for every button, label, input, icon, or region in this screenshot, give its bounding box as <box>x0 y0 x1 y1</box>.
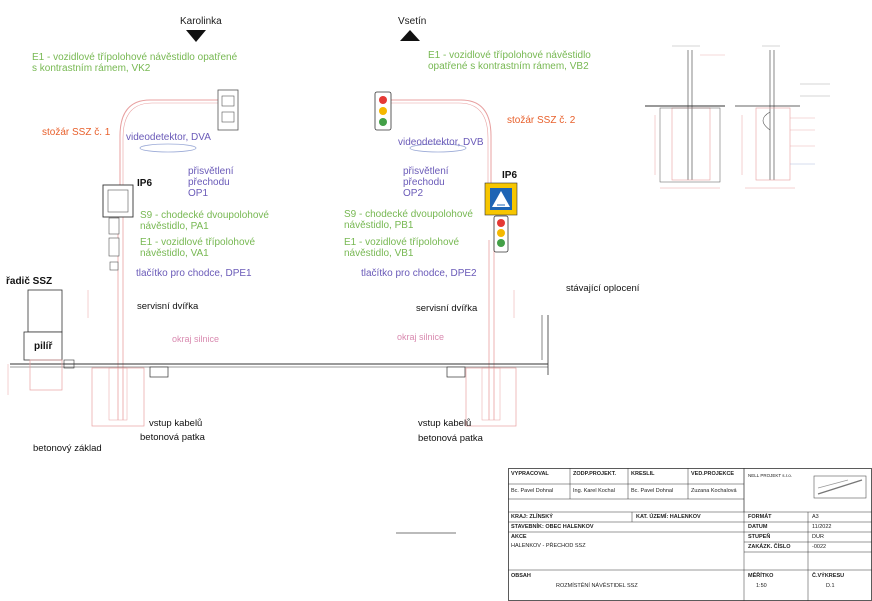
detector-a-lens <box>139 143 197 153</box>
mast-arm-1 <box>119 99 218 190</box>
foundation-2 <box>465 367 517 427</box>
label-pilir: pilíř <box>34 341 53 352</box>
detector-b-lens <box>409 143 467 153</box>
tb-stavebnik: STAVEBNÍK: OBEC HALENKOV <box>511 524 594 530</box>
tb-stupen: DUR <box>812 534 824 540</box>
tb-akce: HALENKOV - PŘECHOD SSZ <box>511 543 586 549</box>
label-s9-left: S9 - chodecké dvoupolohové návěstidlo, P… <box>140 210 269 232</box>
tb-firma: NELL PROJEKT s.r.o. <box>748 473 793 478</box>
tb-obsah: ROZMÍSTĚNÍ NÁVĚSTIDEL SSZ <box>556 583 638 589</box>
direction-arrow-down <box>186 30 206 42</box>
label-okraj-2: okraj silnice <box>397 332 445 342</box>
label-videodetektor-a: videodetektor, DVA <box>126 132 211 143</box>
label-stozar-2: stožár SSZ č. 2 <box>507 115 576 126</box>
signal-green-icon <box>379 118 387 126</box>
label-stozar-1: stožár SSZ č. 1 <box>42 127 111 138</box>
label-videodetektor-b: videodetektor, DVB <box>398 137 484 148</box>
tb-kat: KAT. ÚZEMÍ: HALENKOV <box>636 514 701 520</box>
label-ip6-right: IP6 <box>502 170 518 181</box>
tb-vypracoval: Bc. Pavel Dohnal <box>511 488 554 494</box>
junction-box-2 <box>446 366 466 378</box>
tb-kreslil-header: KRESLIL <box>631 471 655 477</box>
label-prisvetleni-2: přisvětlení přechodu OP2 <box>403 166 449 199</box>
crosswalk-icon <box>492 191 510 207</box>
signal-va1 <box>108 237 120 257</box>
label-prisvetleni-1: přisvětlení přechodu OP1 <box>188 166 234 199</box>
label-radic: řadič SSZ <box>6 276 53 287</box>
label-tlacitko-1: tlačítko pro chodce, DPE1 <box>136 268 252 279</box>
tb-vykres-header: Č.VÝKRESU <box>812 573 845 579</box>
label-patka-1: betonová patka <box>140 432 205 443</box>
tb-zakazka-header: ZAKÁZK. ČÍSLO <box>748 544 791 550</box>
button-dpe1 <box>109 261 119 271</box>
label-e1-vb2: E1 - vozidlové třípolohové návěstidlo op… <box>428 50 591 72</box>
tb-vypracoval-header: VYPRACOVAL <box>511 471 549 477</box>
tb-kreslil: Bc. Pavel Dohnal <box>631 488 674 494</box>
tb-meritko: 1:50 <box>756 583 767 589</box>
label-patka-2: betonová patka <box>418 433 483 444</box>
label-servisni-2: servisní dvířka <box>416 303 478 314</box>
tb-vykres: D.1 <box>826 583 835 589</box>
label-okraj-1: okraj silnice <box>172 334 220 344</box>
detail-drawing-left <box>645 50 725 189</box>
label-stavajici: stávající oplocení <box>566 283 640 294</box>
tb-zakazka: -0022 <box>812 544 827 550</box>
label-e1-va1: E1 - vozidlové třípolohové návěstidlo, V… <box>140 237 256 259</box>
videodetector-dva <box>217 89 239 131</box>
tb-stupen-header: STUPEŇ <box>748 534 771 540</box>
direction-vsetin: Vsetín <box>398 16 427 27</box>
label-vstup-2: vstup kabelů <box>418 418 472 429</box>
tb-obsah-header: OBSAH <box>511 573 531 579</box>
signal-red-icon <box>379 96 387 104</box>
detail-annotations <box>672 45 830 97</box>
label-ip6-left: IP6 <box>137 178 153 189</box>
label-vstup-1: vstup kabelů <box>149 418 203 429</box>
signal-amber-icon <box>379 107 387 115</box>
tb-zodp-header: ZODP.PROJEKT. <box>573 471 616 477</box>
tb-vedouci: Zuzana Kochalová <box>691 488 737 494</box>
label-s9-right: S9 - chodecké dvoupolohové návěstidlo, P… <box>344 209 473 231</box>
pillar <box>23 331 63 361</box>
tb-akce-header: AKCE <box>511 534 527 540</box>
tb-datum: 11/2022 <box>812 524 832 530</box>
title-block: VYPRACOVAL ZODP.PROJEKT. KRESLIL VED.PRO… <box>508 468 872 601</box>
tb-zodp: Ing. Karel Kochal <box>573 488 615 494</box>
detail-drawing-right <box>735 50 815 189</box>
label-e1-vk2: E1 - vozidlové třípolohové návěstidlo op… <box>32 52 238 74</box>
label-servisni-1: servisní dvířka <box>137 301 199 312</box>
tb-kraj: KRAJ: ZLÍNSKÝ <box>511 514 553 520</box>
controller-cabinet <box>27 289 63 333</box>
tb-format-header: FORMÁT <box>748 514 772 520</box>
label-e1-vb1: E1 - vozidlové třípolohové návěstidlo, V… <box>344 237 460 259</box>
tb-vedouci-header: VED.PROJEKCE <box>691 471 735 477</box>
junction-box-1 <box>149 366 169 378</box>
direction-arrow-up <box>400 30 420 41</box>
mast-arm-2 <box>390 99 492 185</box>
tb-meritko-header: MĚŘÍTKO <box>748 573 774 579</box>
tb-datum-header: DATUM <box>748 524 768 530</box>
small-note <box>396 532 456 534</box>
label-zaklad: betonový základ <box>33 443 102 454</box>
label-tlacitko-2: tlačítko pro chodce, DPE2 <box>361 268 477 279</box>
direction-karolinka: Karolinka <box>180 16 222 27</box>
signal-pa1 <box>108 217 120 235</box>
tb-format: A3 <box>812 514 819 520</box>
